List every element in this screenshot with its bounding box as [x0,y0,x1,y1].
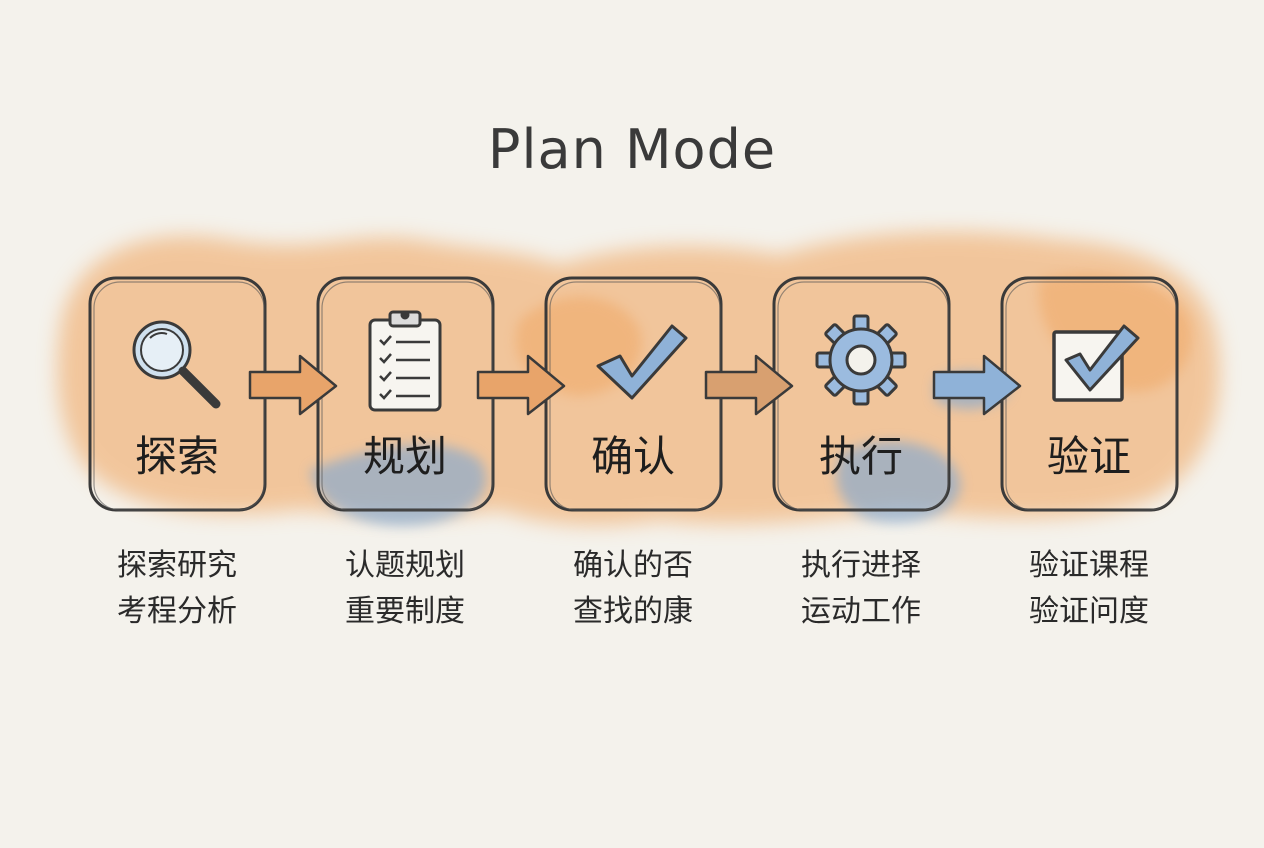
page-title: Plan Mode [487,118,777,181]
arrow-1 [248,354,338,416]
magnifier-icon [132,320,221,409]
step-desc-verify: 验证课程 验证问度 [989,543,1189,635]
desc-line: 考程分析 [117,594,237,629]
gear-icon [815,314,907,406]
desc-line: 验证课程 [1029,548,1149,583]
step-label-execute: 执行 [818,432,903,481]
arrow-3 [704,354,794,416]
desc-line: 探索研究 [117,548,237,583]
desc-line: 执行进择 [801,548,921,583]
step-label-explore: 探索 [134,432,219,481]
arrow-4 [932,354,1022,416]
step-label-confirm: 确认 [590,432,675,481]
desc-line: 确认的否 [573,548,693,583]
checkmark-icon [596,324,688,400]
desc-line: 查找的康 [573,594,693,629]
desc-line: 重要制度 [345,594,465,629]
step-label-verify: 验证 [1046,432,1131,481]
step-desc-execute: 执行进择 运动工作 [761,543,961,635]
desc-line: 认题规划 [345,548,465,583]
checkbox-checked-icon [1052,324,1140,402]
step-desc-explore: 探索研究 考程分析 [77,543,277,635]
arrow-2 [476,354,566,416]
desc-line: 运动工作 [801,594,921,629]
desc-line: 验证问度 [1029,594,1149,629]
step-desc-plan: 认题规划 重要制度 [305,543,505,635]
step-desc-confirm: 确认的否 查找的康 [533,543,733,635]
clipboard-checklist-icon [368,310,442,412]
step-label-plan: 规划 [362,432,447,481]
